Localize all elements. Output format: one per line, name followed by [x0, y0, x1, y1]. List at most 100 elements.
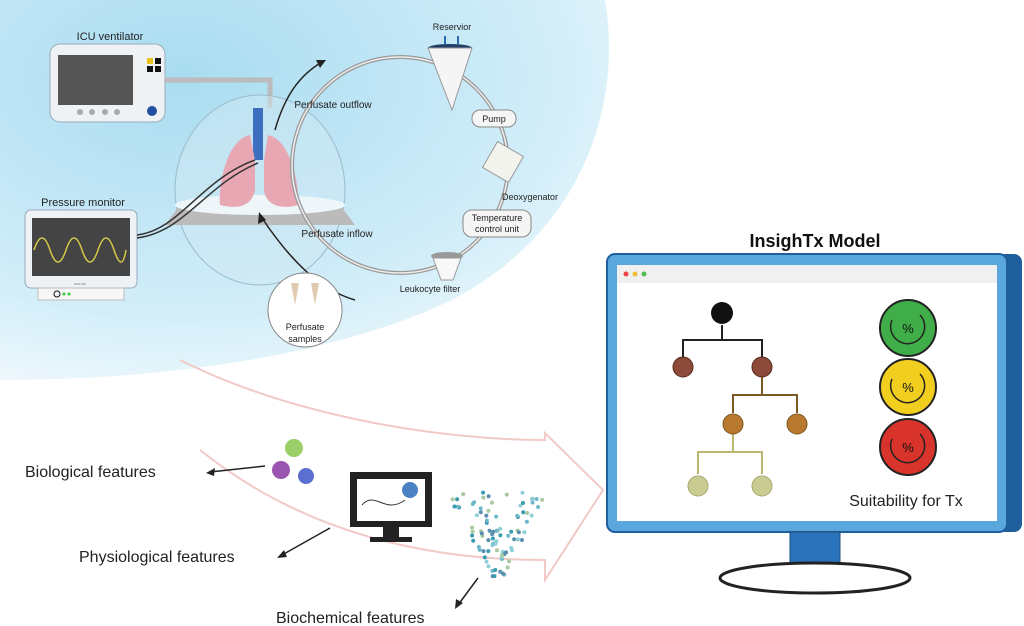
biochemical-dot: [498, 526, 503, 531]
outflow-label: Perfusate outflow: [294, 100, 372, 111]
biochemical-features-label: Biochemical features: [276, 610, 425, 626]
biochemical-dot: [481, 495, 486, 500]
outflow-arrow: [274, 61, 323, 131]
inflow-arrow: [261, 217, 356, 301]
biochemical-dot: [509, 529, 514, 534]
biochemical-dot: [455, 497, 460, 502]
biochemical-dot: [470, 525, 475, 530]
biochemical-dot: [540, 497, 545, 502]
biochemical-dot: [515, 513, 520, 518]
biochemical-dot: [521, 510, 526, 515]
biochemical-dot: [505, 565, 510, 570]
biochemical-dot: [487, 528, 492, 533]
biochemical-dot: [493, 568, 498, 572]
biochemical-dot: [494, 528, 499, 533]
biochemical-dot: [479, 531, 484, 536]
biochemical-dot: [486, 494, 491, 499]
window-maximize-dot: [641, 271, 647, 277]
biochemical-dot: [529, 513, 534, 518]
leukocyte-filter-icon: [431, 252, 463, 281]
window-minimize-dot: [632, 271, 638, 277]
deoxygenator-icon: [481, 140, 525, 184]
perfusate-samples-icon: [267, 272, 343, 348]
biochemical-dot: [499, 553, 504, 558]
icu-ventilator: [49, 43, 166, 123]
biochemical-dot: [498, 533, 503, 538]
biochemical-dot: [509, 545, 514, 550]
biochemical-dot: [490, 532, 495, 537]
tree-leaf-node: [751, 475, 773, 497]
biochemical-dot: [484, 518, 489, 523]
biochemical-dot: [490, 500, 494, 505]
biochemical-dot: [482, 555, 487, 560]
biochemical-dot: [493, 541, 498, 546]
tree-root-node: [711, 302, 733, 324]
biochemical-dot: [495, 548, 499, 553]
deoxygenator-label: Deoxygenator: [502, 192, 558, 202]
inflow-label: Perfusate inflow: [301, 229, 373, 240]
biochemical-dot: [486, 549, 491, 554]
biochemical-dots: [450, 490, 545, 579]
biochemical-dot: [512, 537, 517, 542]
gauge-symbol: %: [902, 440, 914, 455]
biochemical-dot: [522, 530, 527, 535]
monitor-brand: PHILIPS: [74, 282, 86, 286]
decision-tree: [682, 325, 798, 474]
trachea: [253, 108, 263, 160]
pressure-lines: [136, 159, 259, 239]
filter-label: Leukocyte filter: [400, 284, 461, 294]
biochemical-dot: [536, 505, 541, 509]
tree-node: [786, 413, 808, 435]
gauge-yellow: %: [879, 358, 937, 416]
protein-blobs-icon: [272, 439, 314, 484]
gauge-red: %: [879, 418, 937, 476]
biochemical-dot: [520, 490, 525, 495]
biochemical-dot: [504, 492, 509, 497]
tree-node: [722, 413, 744, 435]
right-lung-icon: [264, 135, 299, 207]
biochemical-dot: [492, 574, 497, 579]
biochemical-dot: [506, 533, 511, 538]
temperature-box: [462, 209, 532, 238]
biochemical-dot: [521, 501, 525, 505]
biochemical-dot: [470, 529, 475, 534]
gauge-symbol: %: [902, 380, 914, 395]
biochemical-dot: [530, 500, 535, 505]
biochemical-dot: [478, 506, 483, 511]
biochemical-dot: [490, 536, 495, 541]
biochemical-dot: [484, 513, 489, 518]
biochemical-dot: [474, 513, 479, 518]
samples-label-1: Perfusate: [286, 322, 325, 332]
gauge-green: %: [879, 299, 937, 357]
tree-leaf-node: [687, 475, 709, 497]
tree-node: [751, 356, 773, 378]
samples-label-2: samples: [288, 334, 322, 344]
temperature-label-1: Temperature: [472, 213, 523, 223]
biochemical-dot: [461, 492, 466, 497]
biochemical-dot: [494, 514, 499, 519]
biochemical-dot: [450, 497, 455, 502]
pressure-monitor: PHILIPS: [24, 209, 138, 301]
biochemical-dot: [486, 508, 491, 513]
biochemical-dot: [525, 511, 530, 515]
ventilator-label: ICU ventilator: [77, 31, 144, 43]
biochemical-dot: [452, 504, 457, 509]
physiological-features-label: Physiological features: [79, 549, 235, 566]
biochemical-dot: [534, 497, 539, 501]
pressure-monitor-label: Pressure monitor: [41, 197, 125, 209]
left-lung-icon: [219, 135, 255, 207]
temperature-label-2: control unit: [475, 224, 520, 234]
biochemical-dot: [486, 564, 491, 569]
pump-box: [471, 109, 517, 128]
biochemical-dot: [471, 538, 476, 543]
window-close-dot: [623, 271, 629, 277]
biochemical-dot: [470, 502, 475, 506]
biochemical-dot: [530, 496, 535, 501]
biochemical-dot: [515, 537, 520, 542]
monitor-screen: [617, 265, 997, 521]
dome: [174, 94, 346, 286]
biochemical-dot: [486, 538, 491, 543]
biochemical-dot: [524, 519, 529, 524]
